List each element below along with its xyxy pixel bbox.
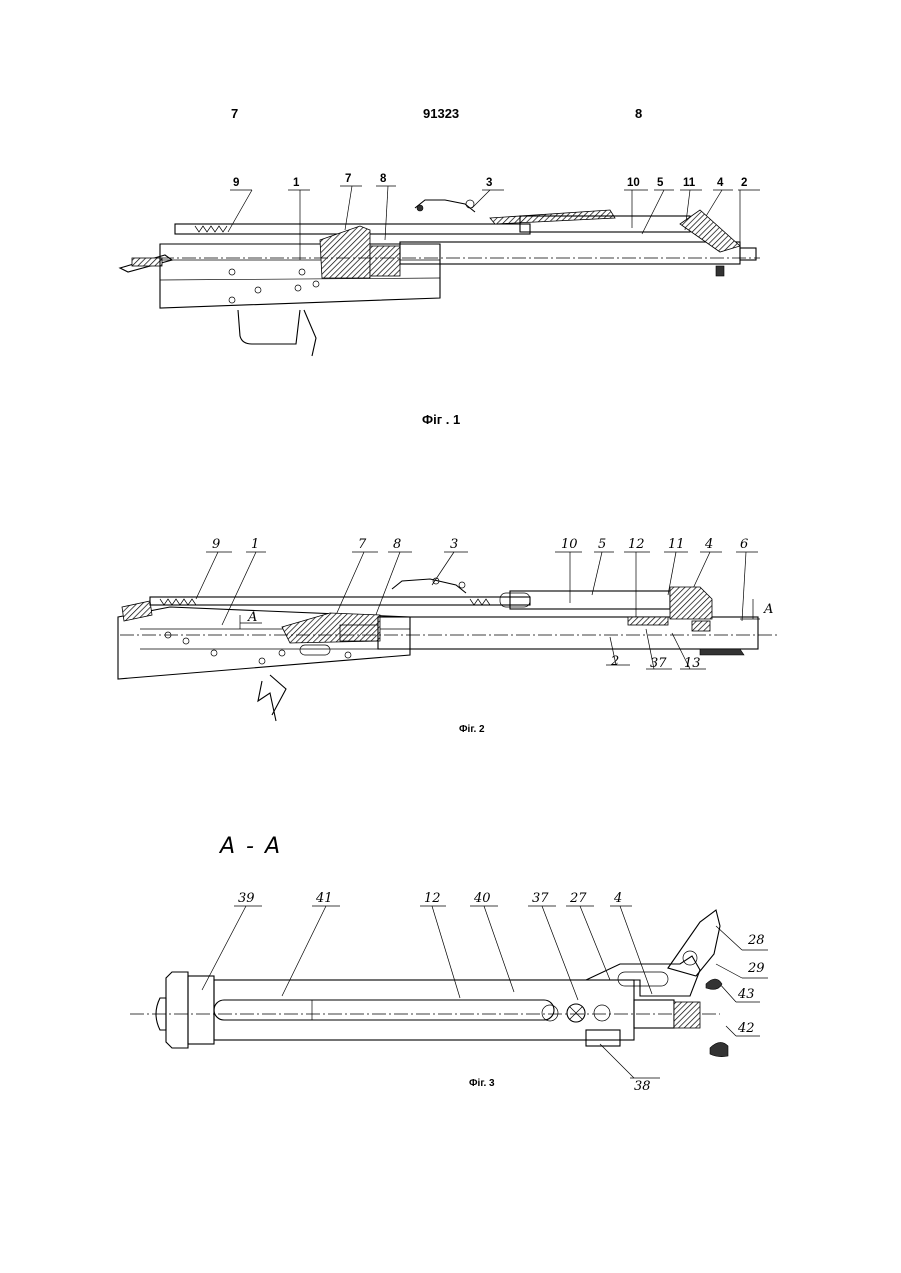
fig2-label-10: 10 [561, 537, 578, 552]
figure-1-labels: 9 1 7 8 3 10 5 11 4 2 [233, 173, 747, 189]
fig3-label-28: 28 [747, 933, 765, 948]
fig3-label-12: 12 [424, 891, 441, 906]
figure-2-caption: Фіг. 2 [459, 724, 485, 735]
page-number-right: 8 [635, 106, 642, 121]
figure-1-drawing: 9 1 7 8 3 10 5 11 4 2 [0, 160, 901, 400]
fig1-label-3: 3 [486, 177, 492, 189]
fig1-label-11: 11 [683, 177, 696, 189]
fig2-label-4: 4 [704, 537, 713, 552]
figure-3-drawing: 39 41 12 40 37 27 4 28 29 43 42 38 [0, 880, 901, 1090]
fig2-label-6: 6 [740, 537, 748, 552]
fig2-label-2: 2 [610, 654, 619, 669]
fig1-label-7: 7 [345, 173, 351, 185]
fig3-label-27: 27 [569, 891, 587, 906]
fig2-rifle-assembly [118, 578, 780, 721]
fig3-label-4: 4 [613, 891, 622, 906]
fig3-label-42: 42 [737, 1021, 755, 1036]
fig3-label-40: 40 [473, 891, 491, 906]
fig1-label-5: 5 [657, 177, 664, 189]
fig3-label-29: 29 [747, 961, 765, 976]
figure-2-drawing: 9 1 7 8 3 10 5 12 11 4 6 A A 2 37 13 [0, 525, 901, 730]
fig2-label-1: 1 [251, 537, 259, 552]
document-number: 91323 [423, 106, 459, 121]
fig1-label-10: 10 [627, 177, 640, 189]
fig2-label-7: 7 [358, 537, 367, 552]
fig3-label-41: 41 [315, 891, 333, 906]
fig1-label-9: 9 [233, 177, 239, 189]
fig1-label-4: 4 [717, 177, 724, 189]
page-number-left: 7 [231, 106, 238, 121]
fig3-label-38: 38 [634, 1079, 651, 1090]
figure-3-caption: Фіг. 3 [469, 1078, 495, 1089]
fig3-section-assembly [130, 910, 728, 1057]
fig1-label-2: 2 [741, 177, 747, 189]
section-title: А - А [220, 834, 282, 859]
fig2-label-3: 3 [450, 537, 458, 552]
fig3-label-43: 43 [737, 987, 755, 1002]
fig2-label-5: 5 [598, 537, 606, 552]
fig2-label-12: 12 [628, 537, 645, 552]
fig2-label-9: 9 [212, 537, 220, 552]
figure-3-labels: 39 41 12 40 37 27 4 28 29 43 42 38 [238, 891, 765, 1090]
fig3-label-37: 37 [532, 891, 549, 906]
fig2-label-11: 11 [668, 537, 685, 552]
figure-1-caption: Фіг . 1 [422, 412, 460, 427]
fig1-rifle-assembly [120, 200, 760, 356]
fig2-label-8: 8 [393, 537, 401, 552]
fig2-section-mark-right: A [763, 602, 773, 617]
fig1-label-8: 8 [380, 173, 387, 185]
fig3-label-39: 39 [238, 891, 255, 906]
fig1-label-1: 1 [293, 177, 300, 189]
